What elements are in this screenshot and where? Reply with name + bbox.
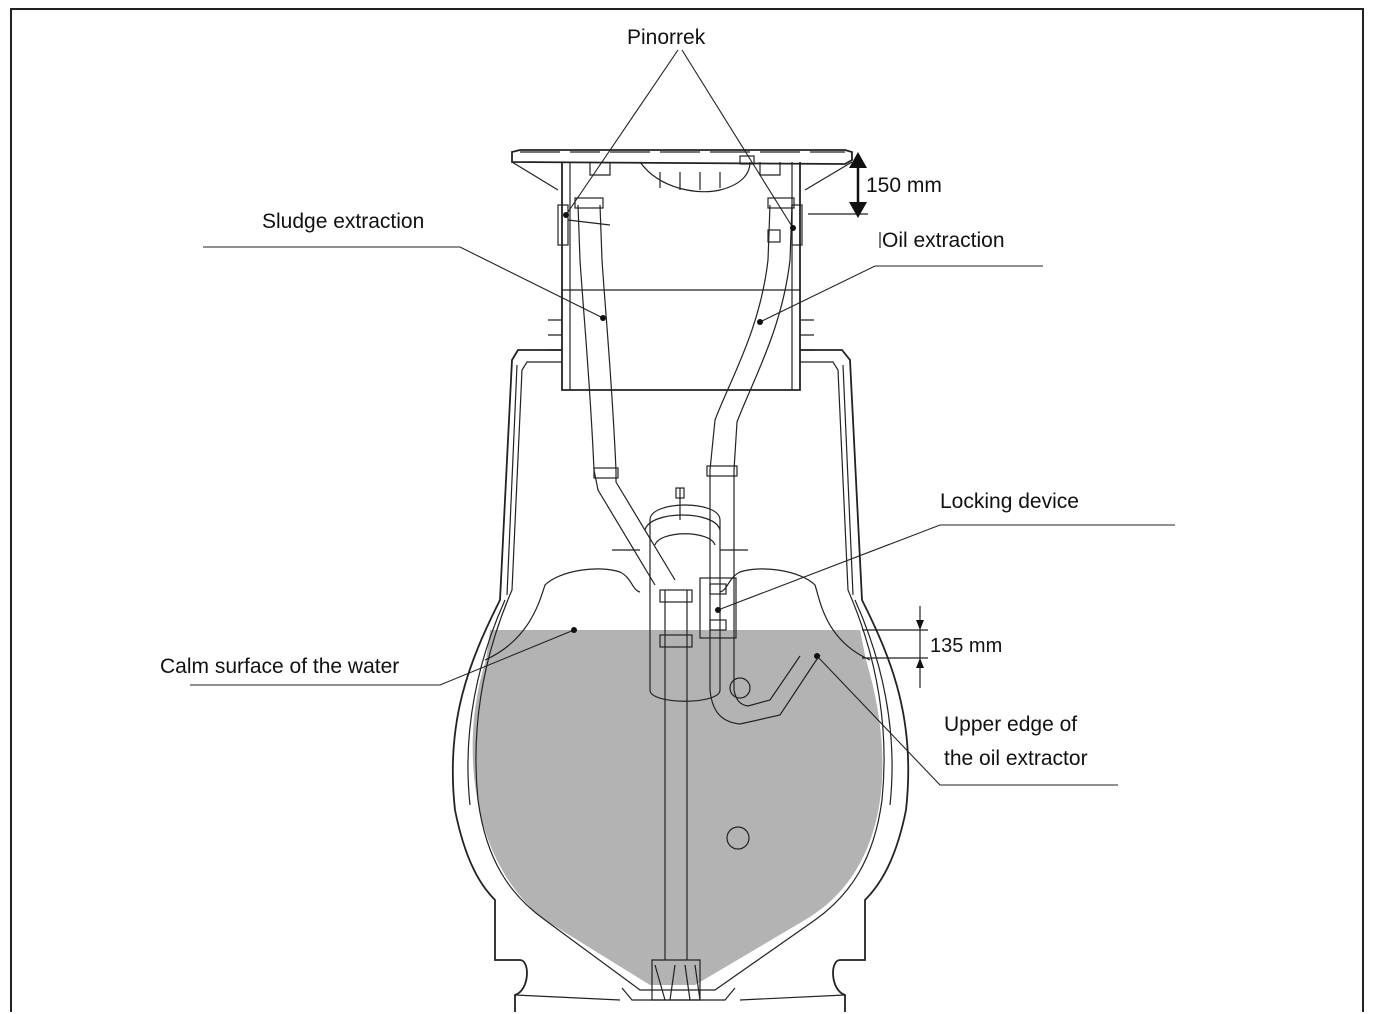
sludge-extraction-label: Sludge extraction: [262, 210, 424, 233]
leader-lines: [190, 49, 1175, 786]
oil-extraction-pipe: [706, 197, 821, 725]
sludge-extraction-pipe: [567, 197, 676, 586]
pinorrek-label: Pinorrek: [627, 26, 706, 49]
dim-150-label: 150 mm: [866, 174, 942, 197]
calm-surface-label: Calm surface of the water: [160, 655, 399, 678]
upper-edge-label-line1: Upper edge of: [944, 713, 1077, 736]
dim-135-label: 135 mm: [930, 635, 1002, 657]
water-body: [472, 630, 883, 985]
tank-shell: [451, 349, 910, 1012]
diagram-frame: [10, 8, 1364, 1012]
top-shaft: [511, 149, 853, 391]
inner-baffle: [484, 568, 871, 661]
locking-device-label: Locking device: [940, 490, 1079, 513]
dimension-150mm: 150 mm: [808, 152, 942, 218]
labels: Pinorrek Sludge extraction Oil extractio…: [160, 26, 1088, 770]
central-column: [612, 487, 750, 1001]
dimension-135mm: 135 mm: [862, 606, 1002, 688]
oil-extraction-label: Oil extraction: [882, 229, 1005, 252]
upper-edge-label-line2: the oil extractor: [944, 747, 1088, 770]
